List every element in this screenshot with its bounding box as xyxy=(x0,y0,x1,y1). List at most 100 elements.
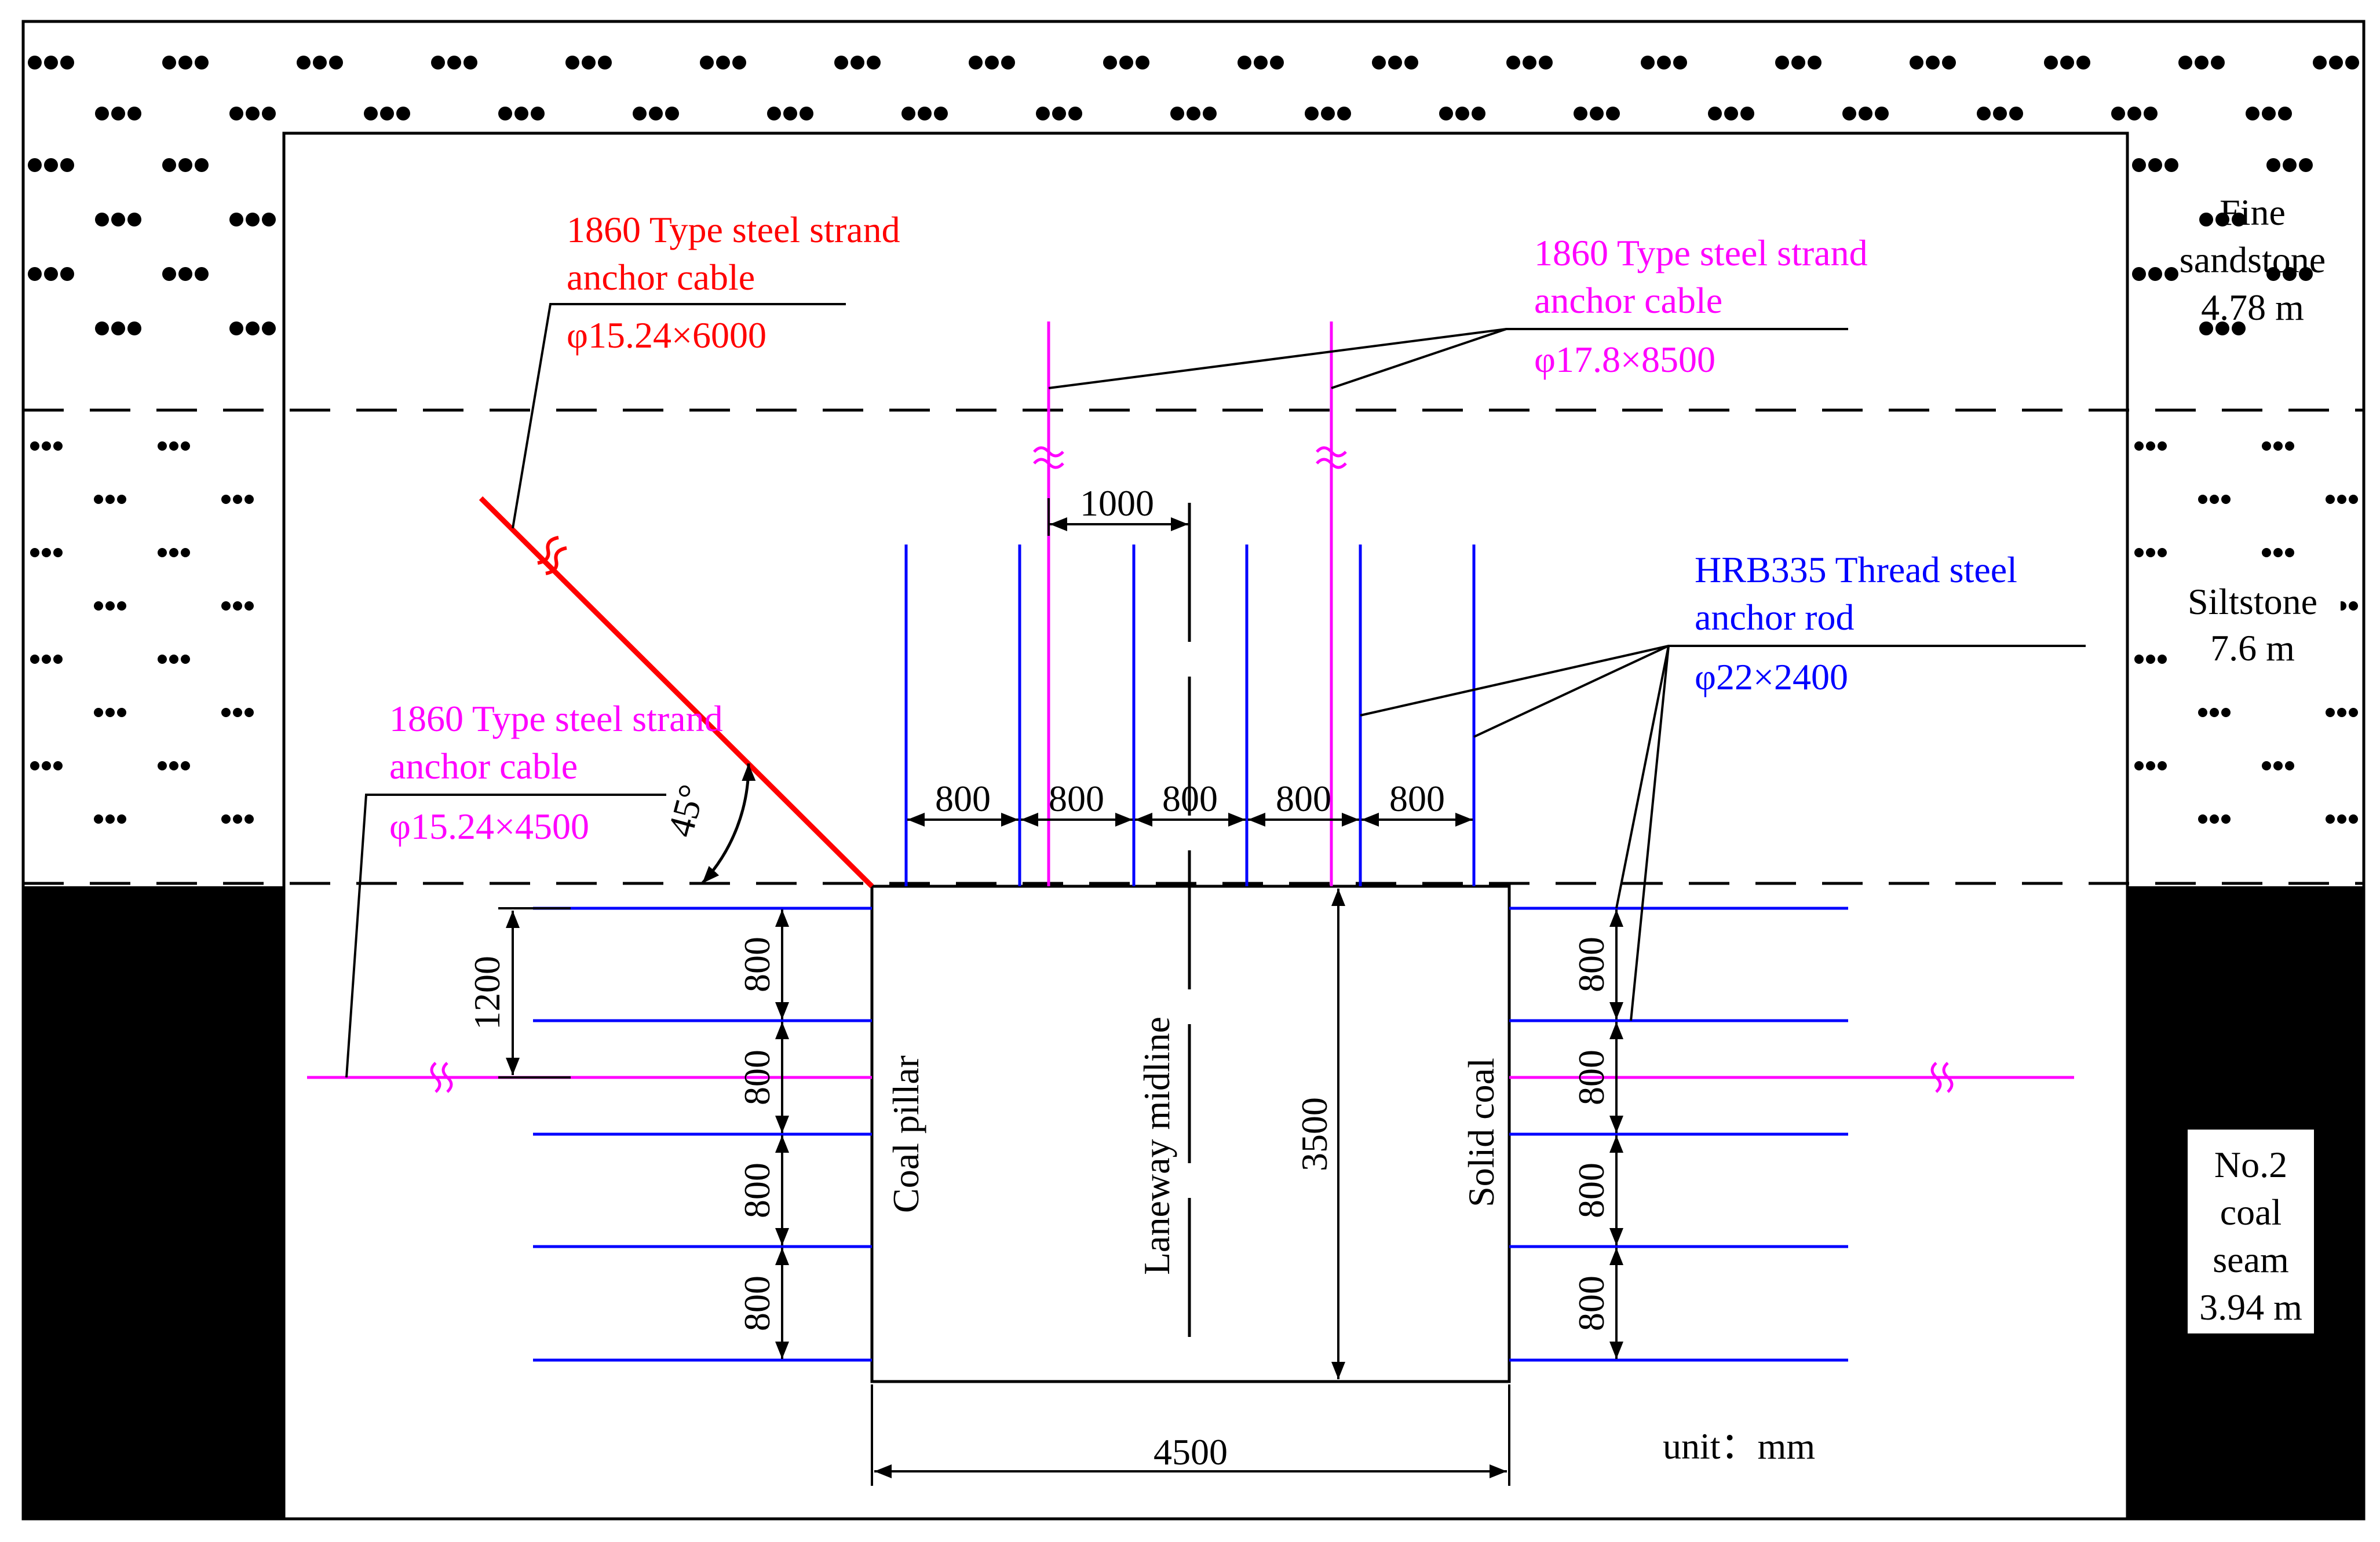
roof-cable-leader xyxy=(1331,328,1507,389)
rock-dot xyxy=(1993,107,2007,120)
rock-dot xyxy=(229,107,243,120)
rock-dot xyxy=(2349,495,2358,504)
rock-dot xyxy=(42,655,51,664)
rock-dot xyxy=(162,267,176,281)
rock-dot xyxy=(380,107,394,120)
midline-label-bg xyxy=(1136,985,1174,1309)
rock-dot xyxy=(2221,708,2231,717)
rock-dot xyxy=(60,267,74,281)
rock-dot xyxy=(28,56,42,70)
rock-dot xyxy=(2285,761,2294,770)
rock-dot xyxy=(2215,213,2229,226)
rock-dot xyxy=(262,107,276,120)
rock-dot xyxy=(2278,107,2292,120)
rock-dot xyxy=(2210,814,2219,824)
rock-dot xyxy=(1724,107,1738,120)
rock-dot xyxy=(1641,56,1655,70)
rock-dot xyxy=(364,107,378,120)
rock-dot xyxy=(169,441,178,451)
rock-dot xyxy=(127,321,141,335)
rock-dot xyxy=(158,655,167,664)
rock-dot xyxy=(2158,441,2167,451)
rock-dot xyxy=(221,708,231,717)
rock-dot xyxy=(329,56,343,70)
rock-dot xyxy=(28,158,42,172)
rock-dot xyxy=(178,267,192,281)
leader-lines xyxy=(345,303,2086,1078)
break-symbol xyxy=(1033,446,1064,469)
fine-sandstone-name: sandstone xyxy=(2180,239,2326,280)
rock-dot xyxy=(181,655,190,664)
rock-dot xyxy=(221,814,231,824)
rock-dot xyxy=(2349,708,2358,717)
rock-dot xyxy=(2283,158,2297,172)
right-bolt-spacing: 800 xyxy=(1571,1050,1612,1105)
break-symbol xyxy=(1316,446,1347,469)
rock-dot xyxy=(1775,56,1789,70)
rock-dot xyxy=(565,56,579,70)
rock-dot xyxy=(463,56,477,70)
rock-dot xyxy=(2285,441,2294,451)
rock-dot xyxy=(2127,107,2141,120)
rock-dot xyxy=(105,495,115,504)
rock-dot xyxy=(1119,56,1133,70)
fine-sandstone-thickness: 4.78 m xyxy=(2201,287,2304,328)
rock-dot xyxy=(221,601,231,611)
rib-cable-label: anchor cable xyxy=(389,746,578,787)
rock-dot xyxy=(94,601,103,611)
rock-dot xyxy=(2273,548,2283,557)
rock-dot xyxy=(2210,708,2219,717)
right-bolt-spacing: 800 xyxy=(1571,1163,1612,1218)
roadway-width-value: 4500 xyxy=(1154,1431,1228,1472)
rock-dot xyxy=(105,814,115,824)
rock-dot xyxy=(42,761,51,770)
rock-dot xyxy=(30,655,39,664)
angle-arc xyxy=(701,763,756,885)
rock-dot xyxy=(181,548,190,557)
rock-dot xyxy=(1439,107,1453,120)
rock-dot xyxy=(42,548,51,557)
roof-cable-label: anchor cable xyxy=(1534,280,1722,321)
rock-dot xyxy=(2132,267,2146,281)
rock-dot xyxy=(1238,56,1251,70)
rib-cable-leader xyxy=(345,794,666,1078)
rock-dot xyxy=(60,56,74,70)
rock-dot xyxy=(1673,56,1687,70)
rock-dot xyxy=(2246,107,2259,120)
rock-dot xyxy=(498,107,512,120)
rock-dot xyxy=(178,56,192,70)
siltstone-pattern xyxy=(30,441,2358,824)
roof-bolt-spacing: 800 xyxy=(1049,778,1104,819)
rock-dot xyxy=(2198,495,2207,504)
rock-dot xyxy=(447,56,461,70)
rock-dot xyxy=(867,56,881,70)
rock-dot xyxy=(2299,267,2313,281)
rock-dot xyxy=(105,708,115,717)
rock-dot xyxy=(233,708,242,717)
rock-dot xyxy=(195,56,209,70)
dimension-lines xyxy=(498,498,1623,1486)
rock-dot xyxy=(2195,56,2209,70)
rock-dot xyxy=(514,107,528,120)
rock-dot xyxy=(1455,107,1469,120)
rock-dot xyxy=(2146,655,2155,664)
rock-dot xyxy=(2326,708,2335,717)
rock-dot xyxy=(716,56,730,70)
rock-dot xyxy=(2262,441,2271,451)
rib-cable-height-value: 1200 xyxy=(466,956,508,1030)
rock-dot xyxy=(117,495,126,504)
rock-dot xyxy=(162,158,176,172)
rock-dot xyxy=(94,495,103,504)
rock-dot xyxy=(1372,56,1386,70)
unit-label: unit：mm xyxy=(1663,1426,1815,1467)
rock-dot xyxy=(94,814,103,824)
rock-dot xyxy=(582,56,596,70)
rock-dot xyxy=(2329,56,2343,70)
coal-seam-thickness: 3.94 m xyxy=(2199,1287,2302,1328)
rock-dot xyxy=(2210,495,2219,504)
support-labels: 1860 Type steel strand anchor cable φ15.… xyxy=(389,209,2017,847)
rock-dot xyxy=(1036,107,1050,120)
rock-dot xyxy=(30,548,39,557)
siltstone-label-bg xyxy=(2167,573,2341,672)
